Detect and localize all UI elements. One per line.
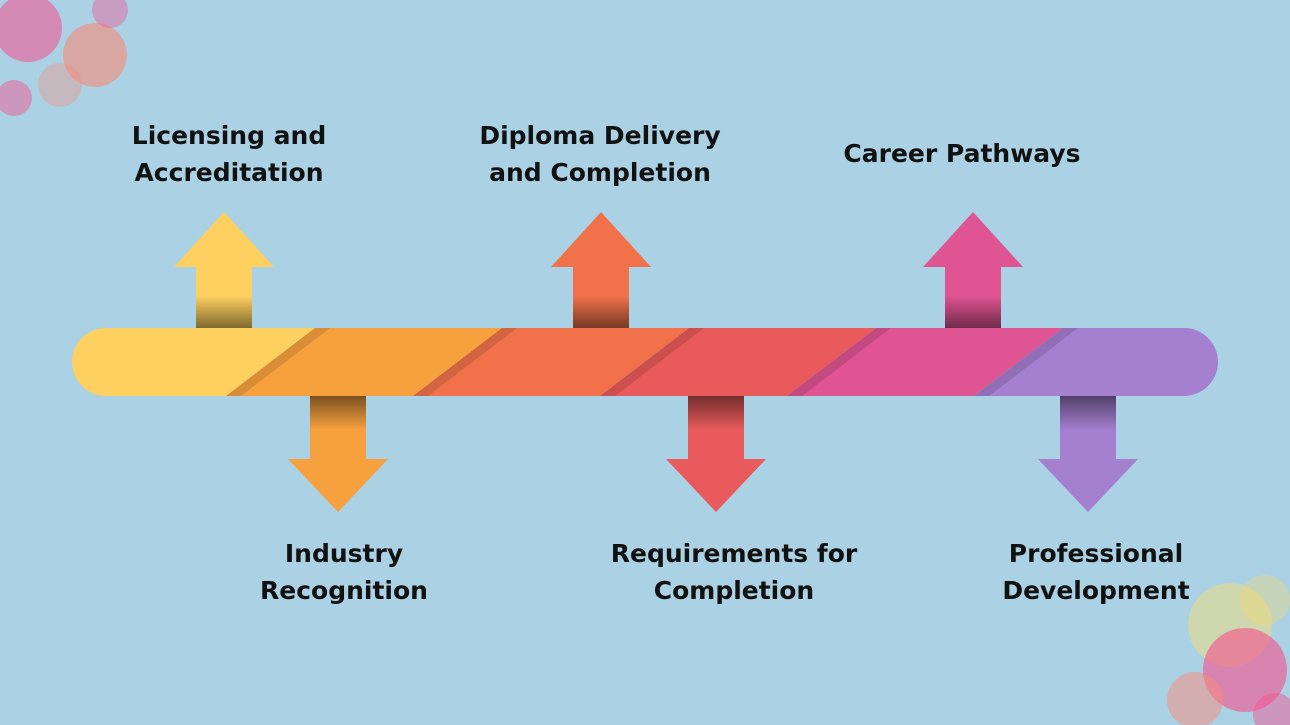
- decor-blob: [0, 80, 32, 116]
- label-line-1: Career Pathways: [843, 139, 1081, 168]
- decor-blob: [63, 23, 127, 87]
- label-line-1: Diploma Delivery: [479, 121, 721, 150]
- segment-shadow: [600, 328, 704, 396]
- label-line-1: Professional: [1008, 539, 1184, 568]
- arrow-shadow: [310, 396, 366, 430]
- label-line-2: Recognition: [260, 576, 428, 605]
- bar-segment: [787, 328, 1063, 396]
- label-line-2: and Completion: [489, 158, 711, 187]
- label-line-2: Completion: [653, 576, 815, 605]
- step-label-career: Career Pathways: [843, 135, 1080, 172]
- label-line-2: Development: [1002, 576, 1190, 605]
- step-label-diploma: Diploma Delivery and Completion: [479, 117, 720, 191]
- decor-blob: [1203, 628, 1287, 712]
- bar-segment: [226, 328, 502, 396]
- arrow-down-1: [288, 396, 388, 512]
- arrow-up-1: [174, 212, 274, 328]
- decor-top-left: [0, 0, 128, 116]
- step-label-professional: Professional Development: [1002, 535, 1189, 609]
- step-label-industry: Industry Recognition: [260, 535, 428, 609]
- arrow-up-2: [551, 212, 651, 328]
- arrow-up-3: [923, 212, 1023, 328]
- decor-bottom-right: [1167, 575, 1290, 725]
- label-line-2: Accreditation: [134, 158, 324, 187]
- segment-shadow: [413, 328, 517, 396]
- label-line-1: Industry: [284, 539, 404, 568]
- decor-blob: [92, 0, 128, 28]
- label-line-1: Requirements for: [610, 539, 858, 568]
- arrow-shadow: [196, 296, 252, 328]
- bar-segment: [72, 328, 315, 396]
- segment-shadow: [226, 328, 330, 396]
- arrow-down-3: [1038, 396, 1138, 512]
- segment-shadow: [787, 328, 891, 396]
- step-label-requirements: Requirements for Completion: [611, 535, 857, 609]
- arrow-shadow: [688, 396, 744, 430]
- arrow-shadow: [573, 296, 629, 328]
- bar-segment: [413, 328, 689, 396]
- label-line-1: Licensing and: [131, 121, 327, 150]
- decor-blob: [1240, 575, 1290, 625]
- decor-blob: [38, 63, 82, 107]
- decor-blob: [1253, 693, 1290, 725]
- step-label-licensing: Licensing and Accreditation: [132, 117, 326, 191]
- segment-shadow: [974, 328, 1078, 396]
- bar-segment: [600, 328, 876, 396]
- arrow-down-2: [666, 396, 766, 512]
- arrow-shadow: [1060, 396, 1116, 430]
- bar-segment: [974, 328, 1218, 396]
- decor-blob: [1167, 672, 1223, 725]
- timeline-bar: [72, 328, 1218, 396]
- arrow-shadow: [945, 296, 1001, 328]
- decor-blob: [0, 0, 62, 62]
